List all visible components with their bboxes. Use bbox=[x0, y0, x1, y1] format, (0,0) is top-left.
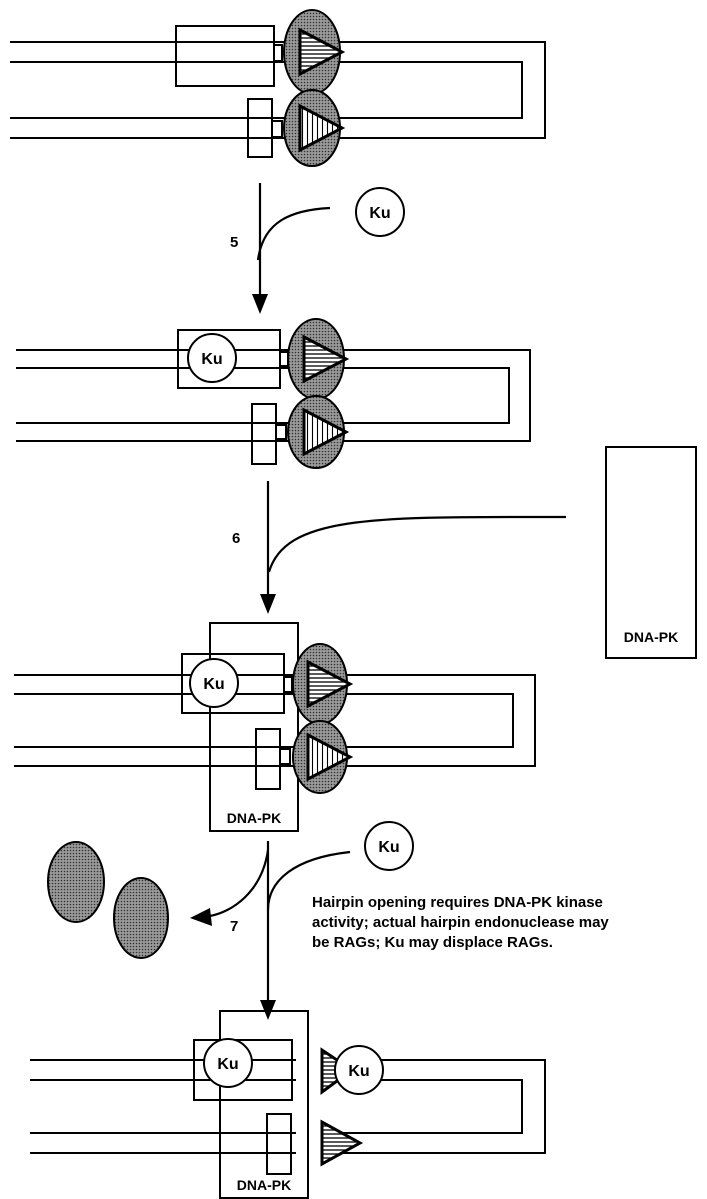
stage-3-complex bbox=[14, 622, 536, 832]
svg-text:DNA-PK: DNA-PK bbox=[624, 629, 678, 645]
stage-1-upper-box bbox=[175, 25, 275, 87]
svg-text:Ku: Ku bbox=[369, 205, 390, 222]
stage-4-upper-box bbox=[193, 1039, 293, 1101]
free-ku-2: Ku bbox=[364, 821, 414, 871]
stage-2-hairpin-upper bbox=[302, 334, 350, 384]
stage-4-lower-box bbox=[266, 1113, 292, 1175]
ku-bound-stage-2: Ku bbox=[187, 333, 237, 383]
stage-2-lower-box bbox=[251, 403, 277, 465]
free-dna-pk: DNA-PK bbox=[605, 446, 697, 659]
step-5-arrow bbox=[252, 183, 331, 314]
stage-3-hairpin-upper bbox=[306, 659, 354, 709]
stage-4-complex bbox=[30, 1010, 546, 1199]
note-line-3: be RAGs; Ku may displace RAGs. bbox=[312, 934, 553, 951]
stage-4-dna-pk-label: DNA-PK bbox=[237, 1177, 291, 1193]
stage-1-dna-strands bbox=[10, 41, 546, 139]
released-rag-1 bbox=[47, 841, 105, 923]
stage-3-lower-end bbox=[279, 748, 291, 765]
released-rag-2 bbox=[113, 877, 169, 959]
stage-1-hairpin-lower bbox=[298, 103, 346, 153]
step-6-arrow bbox=[260, 481, 567, 614]
stage-1-lower-box bbox=[247, 98, 273, 158]
stage-3-dna-pk-box bbox=[209, 622, 299, 832]
note-line-1: Hairpin opening requires DNA-PK kinase bbox=[312, 894, 603, 911]
stage-4-hairpin-lower bbox=[320, 1119, 364, 1167]
svg-text:Ku: Ku bbox=[203, 676, 224, 693]
step-6-label: 6 bbox=[232, 530, 240, 547]
hairpin-opening-note: Hairpin opening requires DNA-PK kinase a… bbox=[312, 893, 702, 953]
stage-4-dna-pk-box bbox=[219, 1010, 309, 1199]
stage-4-dna-strands bbox=[30, 1059, 546, 1154]
svg-text:Ku: Ku bbox=[348, 1063, 369, 1080]
stage-2-lower-end bbox=[275, 424, 287, 440]
ku-bound-stage-3: Ku bbox=[189, 658, 239, 708]
stage-3-upper-end bbox=[283, 676, 293, 693]
stage-1-lower-end bbox=[271, 120, 283, 138]
stage-3-lower-box bbox=[255, 728, 281, 790]
free-ku-1: Ku bbox=[355, 187, 405, 237]
stage-2-upper-end bbox=[279, 351, 289, 367]
note-line-2: activity; actual hairpin endonuclease ma… bbox=[312, 914, 609, 931]
step-7-label: 7 bbox=[230, 918, 238, 935]
svg-text:Ku: Ku bbox=[201, 351, 222, 368]
stage-3-dna-strands bbox=[14, 674, 536, 767]
stage-3-hairpin-lower bbox=[306, 732, 354, 782]
ku-bound-stage-4-left: Ku bbox=[203, 1038, 253, 1088]
svg-text:Ku: Ku bbox=[378, 839, 399, 856]
step-5-label: 5 bbox=[230, 234, 238, 251]
stage-2-dna-strands bbox=[16, 349, 531, 442]
stage-2-complex bbox=[16, 318, 531, 469]
stage-1-complex bbox=[10, 9, 546, 167]
stage-2-hairpin-lower bbox=[302, 407, 350, 457]
stage-1-upper-end bbox=[273, 44, 283, 62]
stage-1-hairpin-upper bbox=[298, 27, 346, 77]
ku-bound-stage-4-hairpin: Ku bbox=[334, 1045, 384, 1095]
stage-3-dna-pk-label: DNA-PK bbox=[227, 810, 281, 826]
svg-text:Ku: Ku bbox=[217, 1056, 238, 1073]
